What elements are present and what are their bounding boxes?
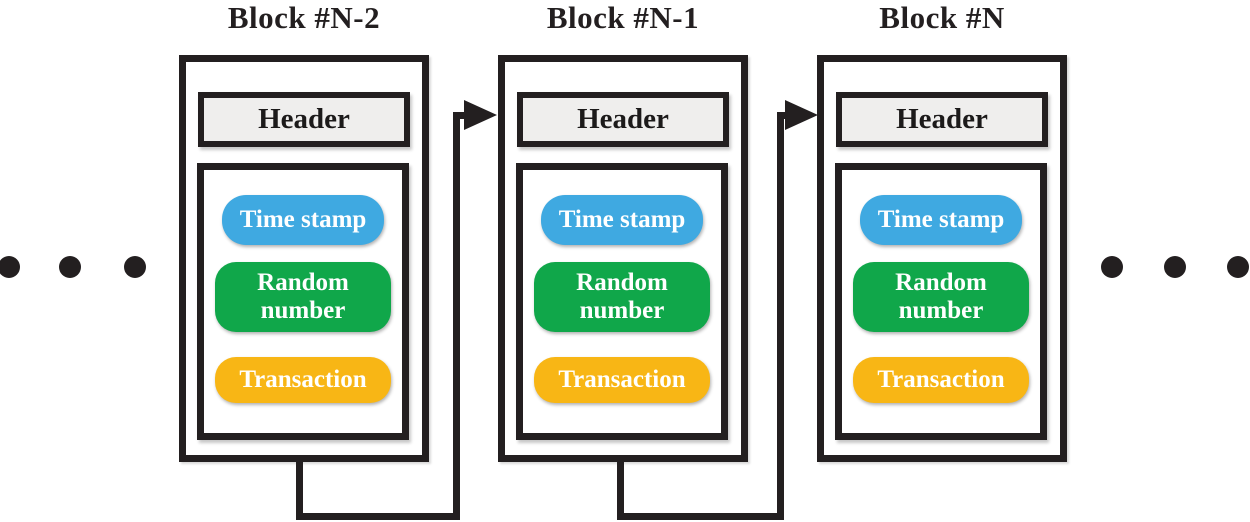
block-header-box: Header — [836, 92, 1048, 147]
block-body-box: Time stamp Random number Transaction — [197, 163, 409, 440]
timestamp-pill: Time stamp — [860, 195, 1022, 245]
random-number-pill: Random number — [534, 262, 710, 332]
transaction-label: Transaction — [877, 366, 1005, 393]
arrow-right-icon — [785, 100, 818, 130]
connector-segment-bottom — [296, 513, 460, 520]
ellipsis-dot — [59, 256, 81, 278]
ellipsis-dot — [1164, 256, 1186, 278]
random-number-label: Random number — [895, 269, 987, 324]
connector-segment-down — [296, 462, 303, 520]
block-body-box: Time stamp Random number Transaction — [516, 163, 728, 440]
transaction-pill: Transaction — [534, 357, 710, 403]
block-title: Block #N-1 — [546, 0, 700, 35]
block-body-box: Time stamp Random number Transaction — [835, 163, 1047, 440]
connector-segment-up — [453, 112, 460, 520]
block-header-label: Header — [577, 103, 669, 135]
block-title: Block #N — [879, 0, 1005, 35]
timestamp-pill: Time stamp — [222, 195, 384, 245]
block-header-box: Header — [517, 92, 729, 147]
timestamp-label: Time stamp — [558, 206, 686, 233]
block-title: Block #N-2 — [227, 0, 381, 35]
block-n: Header Time stamp Random number Transact… — [817, 55, 1067, 462]
random-number-label: Random number — [257, 269, 349, 324]
connector-segment-down — [617, 462, 624, 520]
timestamp-label: Time stamp — [239, 206, 367, 233]
timestamp-pill: Time stamp — [541, 195, 703, 245]
random-number-pill: Random number — [853, 262, 1029, 332]
random-number-pill: Random number — [215, 262, 391, 332]
transaction-label: Transaction — [239, 366, 367, 393]
block-n-minus-2: Header Time stamp Random number Transact… — [179, 55, 429, 462]
timestamp-label: Time stamp — [877, 206, 1005, 233]
ellipsis-dot — [0, 256, 20, 278]
connector-segment-into-header — [777, 112, 789, 119]
block-header-label: Header — [258, 103, 350, 135]
connector-segment-bottom — [617, 513, 784, 520]
transaction-label: Transaction — [558, 366, 686, 393]
ellipsis-dot — [1227, 256, 1249, 278]
ellipsis-dot — [124, 256, 146, 278]
block-header-box: Header — [198, 92, 410, 147]
transaction-pill: Transaction — [853, 357, 1029, 403]
block-header-label: Header — [896, 103, 988, 135]
connector-segment-up — [777, 112, 784, 520]
connector-segment-into-header — [453, 112, 467, 119]
transaction-pill: Transaction — [215, 357, 391, 403]
arrow-right-icon — [464, 100, 497, 130]
ellipsis-dot — [1101, 256, 1123, 278]
block-n-minus-1: Header Time stamp Random number Transact… — [498, 55, 748, 462]
random-number-label: Random number — [576, 269, 668, 324]
